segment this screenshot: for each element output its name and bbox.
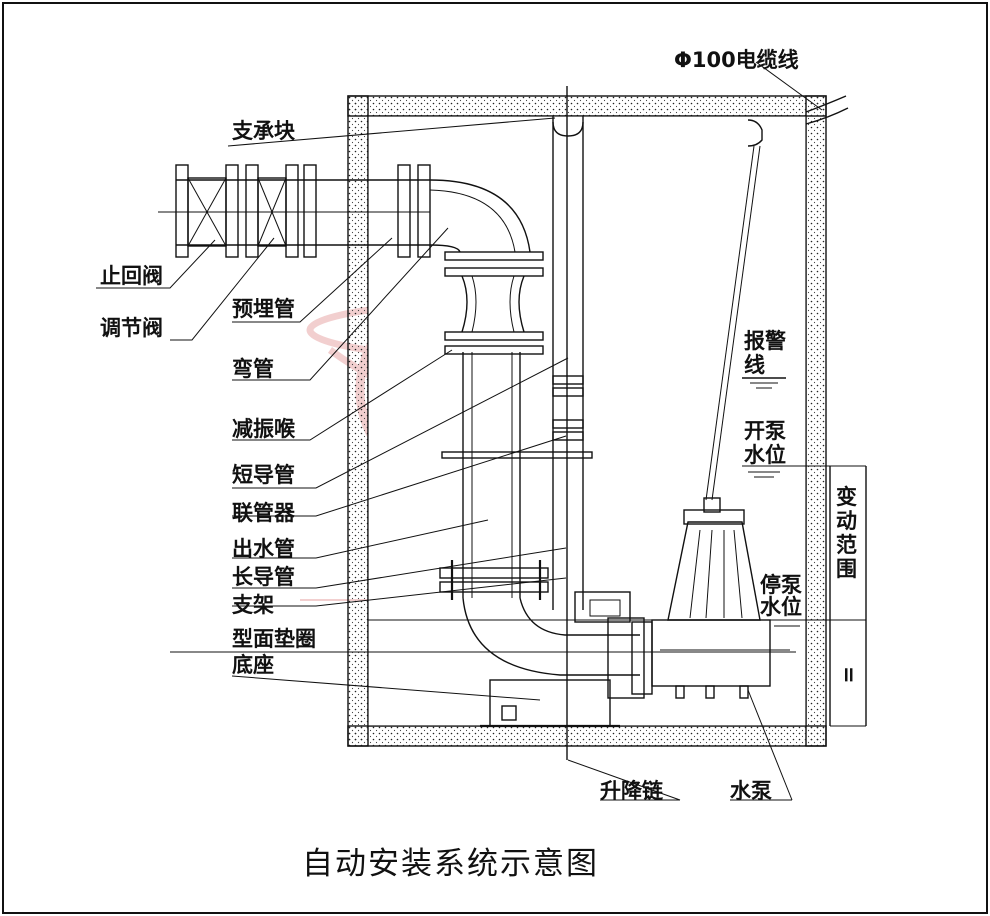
lift-chain-line xyxy=(705,119,763,501)
label-start-level-1: 开泵 xyxy=(744,419,786,443)
label-start-level-2: 水位 xyxy=(744,443,786,467)
water-level-marks xyxy=(170,377,867,727)
label-range-mark: = xyxy=(837,666,861,684)
label-coupler: 联管器 xyxy=(232,501,296,525)
label-elbow: 弯管 xyxy=(232,357,274,381)
base-assembly xyxy=(462,591,653,728)
label-stop-level-1: 停泵 xyxy=(760,573,802,597)
label-regulating-valve: 调节阀 xyxy=(100,316,163,340)
vibration-damper xyxy=(444,251,544,355)
label-alarm-line-2: 线 xyxy=(744,353,765,377)
label-outlet-pipe: 出水管 xyxy=(232,537,295,561)
diagram-title: 自动安装系统示意图 xyxy=(302,846,599,882)
label-range: 变动范围 xyxy=(836,485,857,581)
label-check-valve: 止回阀 xyxy=(100,264,163,288)
guide-rails xyxy=(552,86,584,760)
label-alarm-line-1: 报警 xyxy=(744,329,786,353)
pit-walls xyxy=(347,95,827,747)
label-short-guide: 短导管 xyxy=(232,463,295,487)
coupler xyxy=(439,375,593,600)
label-profile-gasket: 型面垫圈 xyxy=(232,627,316,651)
elbow-pipe xyxy=(429,179,531,253)
label-long-guide: 长导管 xyxy=(232,565,295,589)
label-base: 底座 xyxy=(232,653,274,677)
leader-lines xyxy=(96,117,793,801)
label-embedded-pipe: 预埋管 xyxy=(232,297,295,321)
label-stop-level-2: 水位 xyxy=(760,595,802,619)
label-cable: Φ100电缆线 xyxy=(674,48,799,72)
label-support-block: 支承块 xyxy=(232,119,296,143)
label-bracket: 支架 xyxy=(232,593,274,617)
label-vibration-damper: 减振喉 xyxy=(232,417,296,441)
valve-assembly xyxy=(158,164,431,258)
cable-entry xyxy=(755,61,849,125)
label-lift-chain: 升降链 xyxy=(600,779,664,803)
label-pump: 水泵 xyxy=(730,779,772,803)
